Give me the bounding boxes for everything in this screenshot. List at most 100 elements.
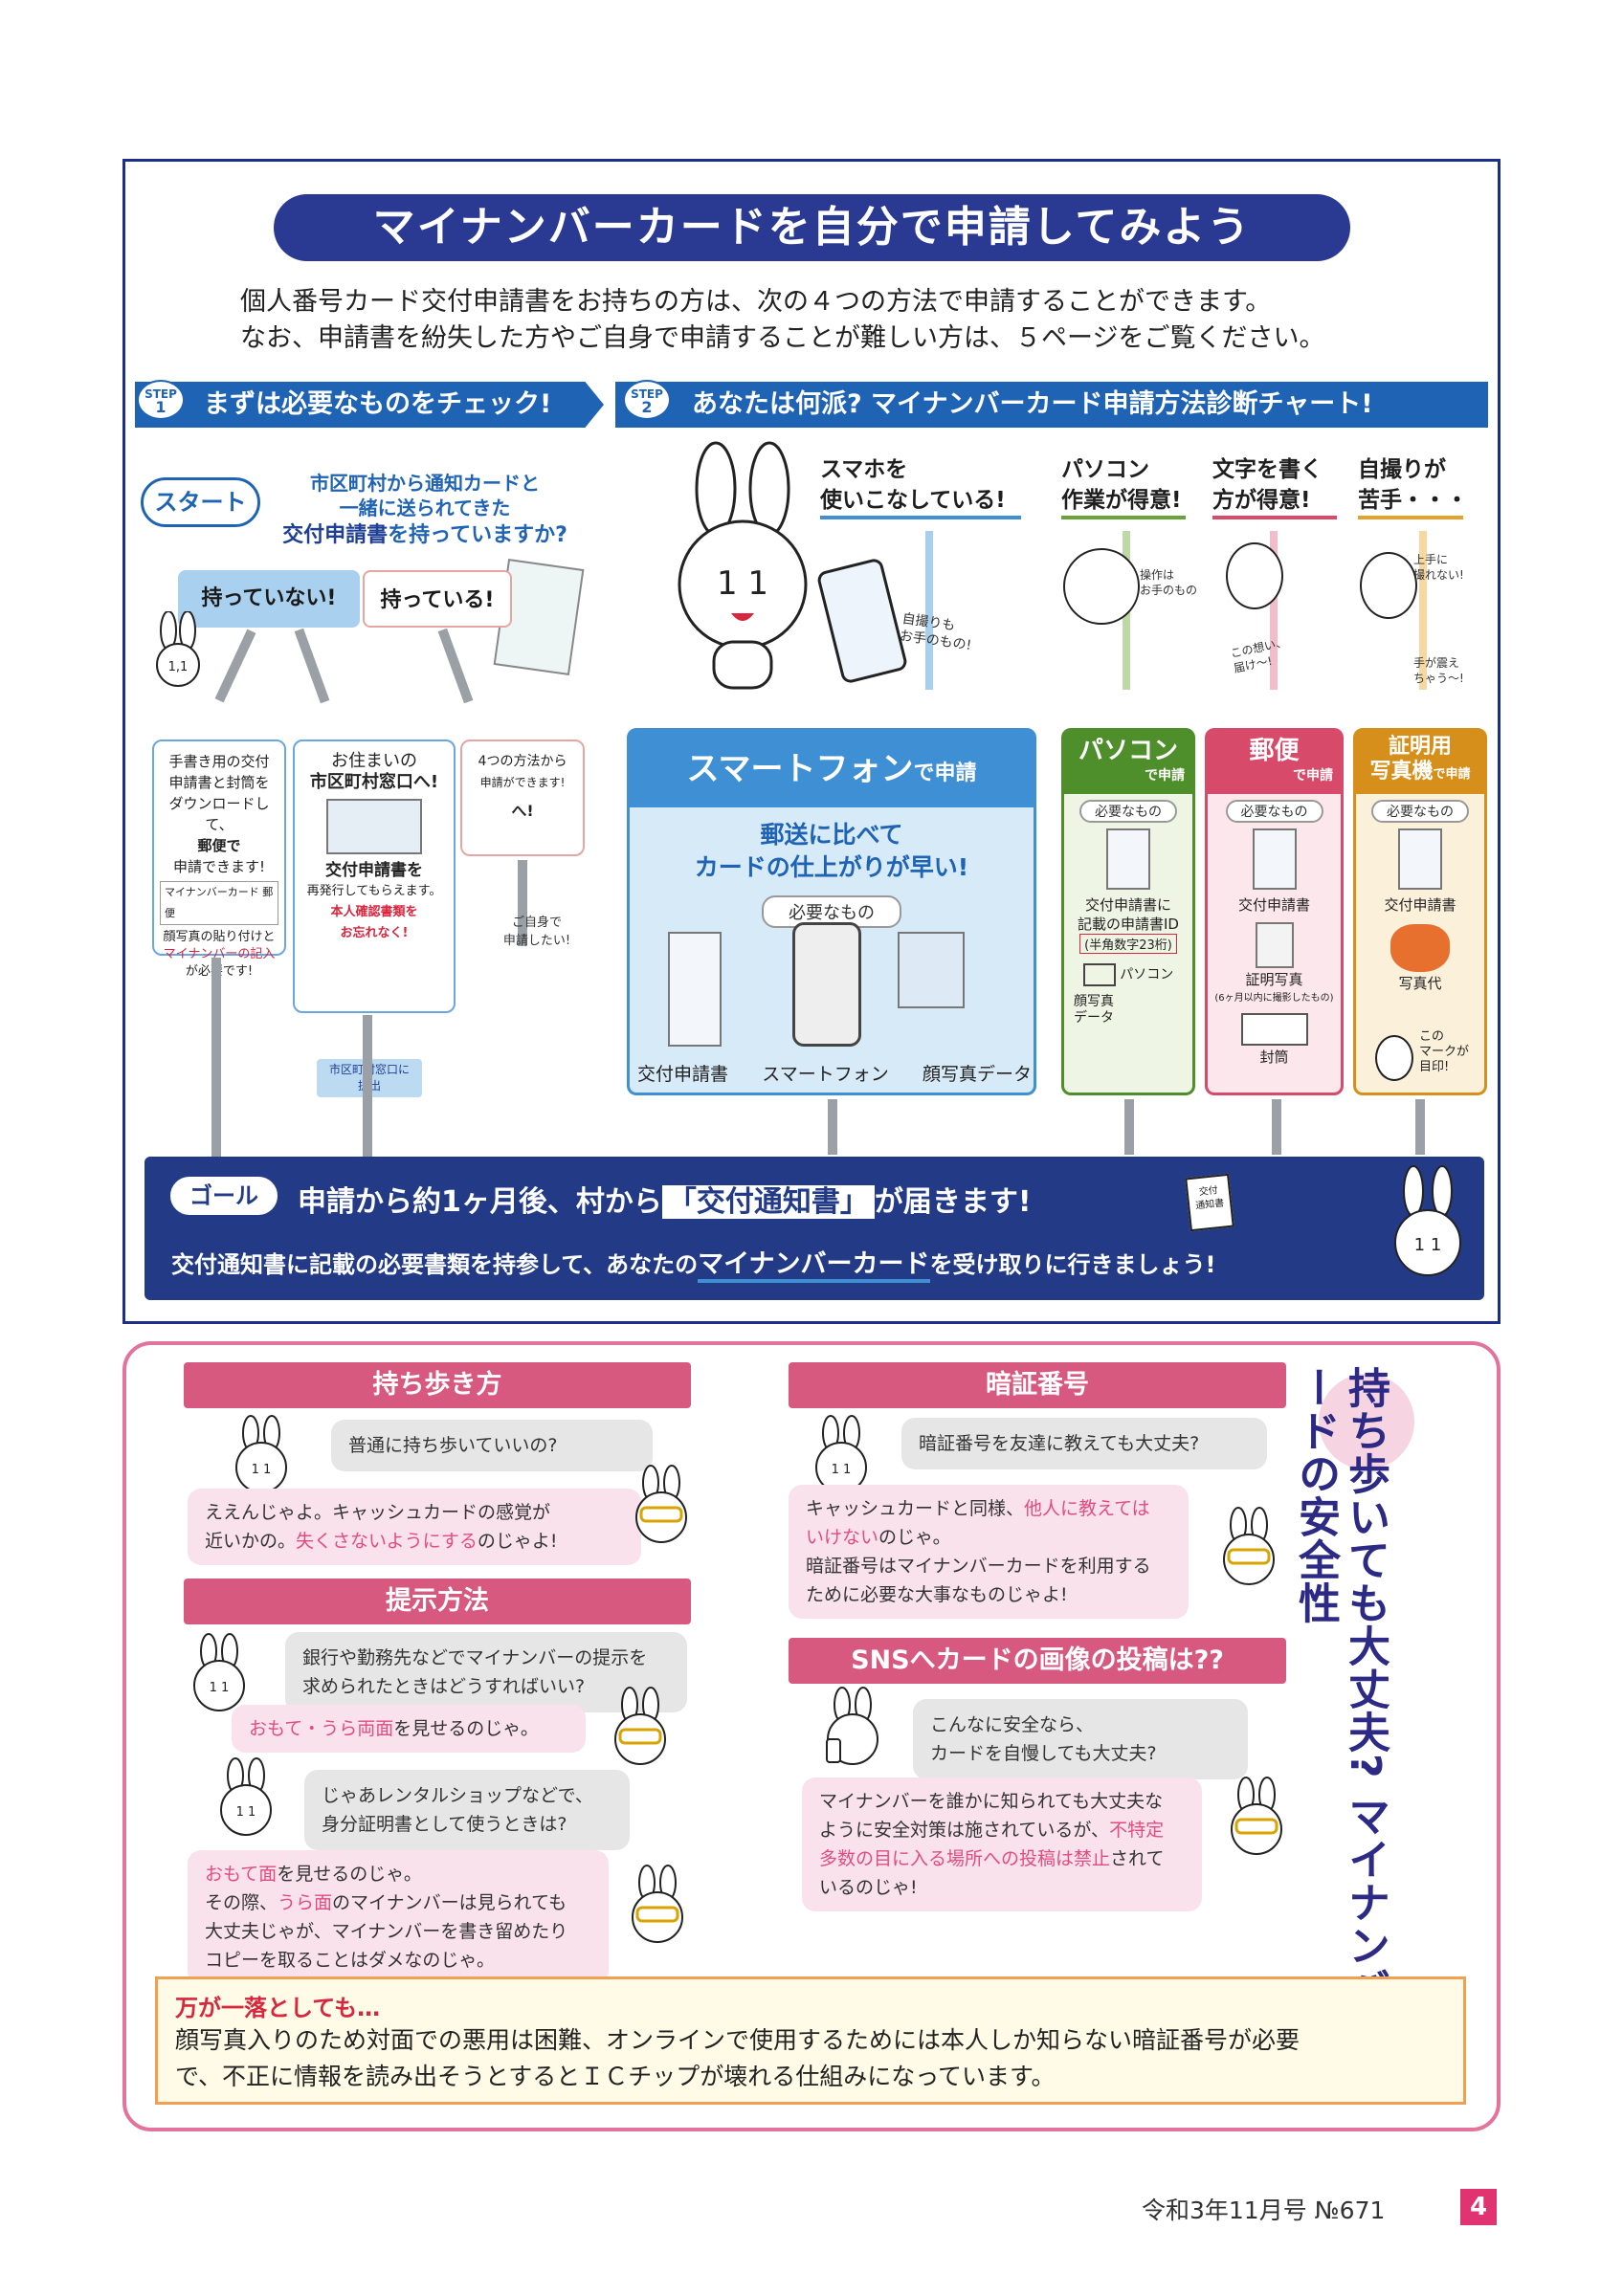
- flow-box-mail-download: 手書き用の交付 申請書と封筒を ダウンロードして、 郵便で 申請できます! マイ…: [152, 740, 286, 979]
- flow-arrow: [214, 629, 256, 703]
- flow-arrow: [437, 628, 474, 704]
- doc-label: 通知書: [1194, 1198, 1225, 1212]
- show-question-2: じゃあレンタルショップなどで、身分証明書として使うときは?: [304, 1770, 630, 1850]
- booth-aside: 上手に撮れない!: [1413, 552, 1464, 583]
- col-head-line: パソコン: [1061, 457, 1149, 482]
- item-label: 交付申請書: [1237, 896, 1310, 914]
- answer-line: コピーを取ることはダメなのじゃ。: [205, 1950, 496, 1971]
- pc-aside: 操作はお手のもの: [1140, 567, 1197, 598]
- answer-text: を見せるのじゃ。: [393, 1718, 539, 1739]
- answer-line: キャッシュカードと同様、他人に教えては: [806, 1494, 1171, 1523]
- mark-note: このマークが目印!: [1419, 1029, 1469, 1075]
- column-arrow: [1270, 531, 1278, 690]
- col-rule: [820, 516, 1021, 519]
- answer-line: マイナンバーを誰かに知られても大丈夫な: [819, 1791, 1164, 1812]
- photo-data-item: 顔写真データ: [1064, 994, 1192, 1027]
- pin-answer: キャッシュカードと同様、他人に教えては いけないのじゃ。 暗証番号はマイナンバー…: [789, 1485, 1189, 1619]
- column-mail-head: 文字を書く 方が得意!: [1212, 454, 1346, 519]
- pin-question: 暗証番号を友達に教えても大丈夫?: [901, 1418, 1267, 1469]
- mark-line: この: [1419, 1029, 1445, 1044]
- goal-highlight: 「交付通知書」: [661, 1185, 875, 1219]
- flow-arrow-down: [828, 1099, 837, 1155]
- method-head-small: で申請: [1145, 768, 1185, 784]
- answer-text: のじゃよ!: [477, 1531, 558, 1552]
- booth-mark-bunny-icon: [1375, 1035, 1413, 1081]
- method-smartphone: スマートフォンで申請 郵送に比べてカードの仕上がりが早い! 必要なもの 交付申請…: [627, 728, 1036, 1095]
- elder-bunny-icon: [1223, 1507, 1275, 1585]
- start-question-bold: 交付申請書: [282, 523, 389, 547]
- method-head-big: パソコン: [1078, 737, 1178, 765]
- id-digits-note: (半角数字23桁): [1079, 934, 1177, 954]
- self-apply-line: ご自身で: [511, 916, 562, 930]
- flow-box2-body: 再発行してもらえます。: [306, 884, 442, 898]
- answer-highlight: おもて・うら両面: [249, 1718, 394, 1739]
- col-rule: [1061, 516, 1186, 519]
- svg-text:1,1: 1,1: [168, 660, 189, 674]
- coin-purse-icon: [1390, 924, 1450, 972]
- column-arrow: [925, 531, 933, 690]
- section-pin-head: 暗証番号: [789, 1362, 1286, 1408]
- answer-line: ように安全対策は施されているが、不特定: [819, 1816, 1185, 1844]
- method-head-big: 証明用: [1388, 735, 1452, 759]
- section-sns-head: SNSへカードの画像の投稿は??: [789, 1638, 1286, 1684]
- method-pc: パソコンで申請 必要なもの 交付申請書に 記載の申請書ID (半角数字23桁) …: [1061, 728, 1195, 1095]
- goal-oval: ゴール: [167, 1174, 280, 1218]
- mail-aside: この想い、届け〜!: [1229, 634, 1291, 676]
- answer-highlight: うら面: [278, 1892, 333, 1913]
- col-head-line: 使いこなしている!: [820, 488, 1006, 513]
- method-head-small: で申請: [1293, 768, 1333, 784]
- col-rule: [1212, 516, 1337, 519]
- mascot-bunny-icon: 1,1: [156, 611, 200, 687]
- flow-box1-line: 手書き用の交付: [168, 753, 270, 770]
- item-label: 封筒: [1259, 1049, 1289, 1066]
- sns-question: こんなに安全なら、カードを自慢しても大丈夫?: [913, 1699, 1248, 1779]
- flow-box2-title: お住まいの: [331, 751, 417, 771]
- col-head-line: スマホを: [820, 457, 908, 482]
- carry-answer-line: 近いかの。失くさないようにするのじゃよ!: [205, 1527, 624, 1556]
- svg-text:1 1: 1 1: [832, 1463, 852, 1477]
- child-bunny-icon: 1 1: [193, 1633, 245, 1711]
- question-line: じゃあレンタルショップなどで、: [322, 1785, 593, 1806]
- choice-yes: 持っている!: [363, 570, 512, 628]
- search-box: マイナンバーカード 郵便: [160, 881, 278, 925]
- section-show-head: 提示方法: [184, 1578, 691, 1624]
- pc-item: パソコン: [1064, 963, 1192, 986]
- method-smartphone-merit: 郵送に比べてカードの仕上がりが早い!: [630, 819, 1034, 884]
- goal-highlight: マイナンバーカード: [698, 1249, 930, 1283]
- flow-arrow-down: [211, 958, 221, 1157]
- flow-box3-line: 4つの方法から: [478, 754, 567, 769]
- method-photo-booth: 証明用写真機で申請 必要なもの 交付申請書 写真代 このマークが目印!: [1353, 728, 1487, 1095]
- show-answer-2: おもて面を見せるのじゃ。 その際、うら面のマイナンバーは見られても 大丈夫じゃが…: [188, 1850, 609, 1984]
- page-title: マイナンバーカードを自分で申請してみよう: [274, 194, 1350, 261]
- needs-tag: 必要なもの: [1225, 800, 1323, 823]
- answer-highlight: 他人に教えては: [1024, 1498, 1150, 1519]
- svg-text:1 1: 1 1: [236, 1805, 256, 1820]
- svg-text:1 1: 1 1: [1414, 1235, 1442, 1255]
- warning-line: 顔写真入りのため対面での悪用は困難、オンラインで使用するためには本人しか知らない…: [175, 2026, 1301, 2054]
- answer-line: いるのじゃ!: [819, 1877, 918, 1898]
- answer-highlight: 不特定: [1109, 1820, 1165, 1841]
- method-head-big: スマートフォン: [686, 750, 914, 788]
- item-label: 交付申請書に: [1084, 896, 1171, 914]
- elder-bunny-icon: [614, 1687, 666, 1765]
- start-question-1: 市区町村から通知カードと: [310, 472, 540, 495]
- application-form-icon: [1106, 828, 1150, 890]
- child-bunny-icon: 1 1: [815, 1415, 867, 1493]
- safety-vertical-title: 持ち歩いても大丈夫? マイナンバーカードの安全性: [1291, 1366, 1390, 2096]
- face-photo-icon: [898, 932, 965, 1008]
- method-head-line-2: 写真機で申請: [1356, 760, 1484, 787]
- goal-bunny-icon: 1 1: [1394, 1165, 1461, 1276]
- answer-text: を見せるのじゃ。: [277, 1864, 422, 1885]
- aside-line: 撮れない!: [1413, 568, 1464, 582]
- smartphone-items: 交付申請書 スマートフォン 顔写真データ: [637, 1060, 1032, 1086]
- booth-bunny-icon: [1360, 552, 1417, 619]
- method-mail: 郵便で申請 必要なもの 交付申請書 証明写真 (6ヶ月以内に撮影したもの) 封筒: [1205, 728, 1344, 1095]
- answer-text: ように安全対策は施されているが、: [819, 1820, 1110, 1841]
- needs-tag: 必要なもの: [1079, 800, 1177, 823]
- item-label: 顔写真: [1074, 994, 1114, 1009]
- flow-box1-note: 顔写真の貼り付けと: [163, 930, 276, 944]
- question-line: 銀行や勤務先などでマイナンバーの提示を: [302, 1647, 648, 1668]
- answer-highlight: いけない: [806, 1527, 879, 1548]
- flow-arrow-down: [363, 1015, 372, 1157]
- method-head-small: で申請: [1433, 767, 1471, 782]
